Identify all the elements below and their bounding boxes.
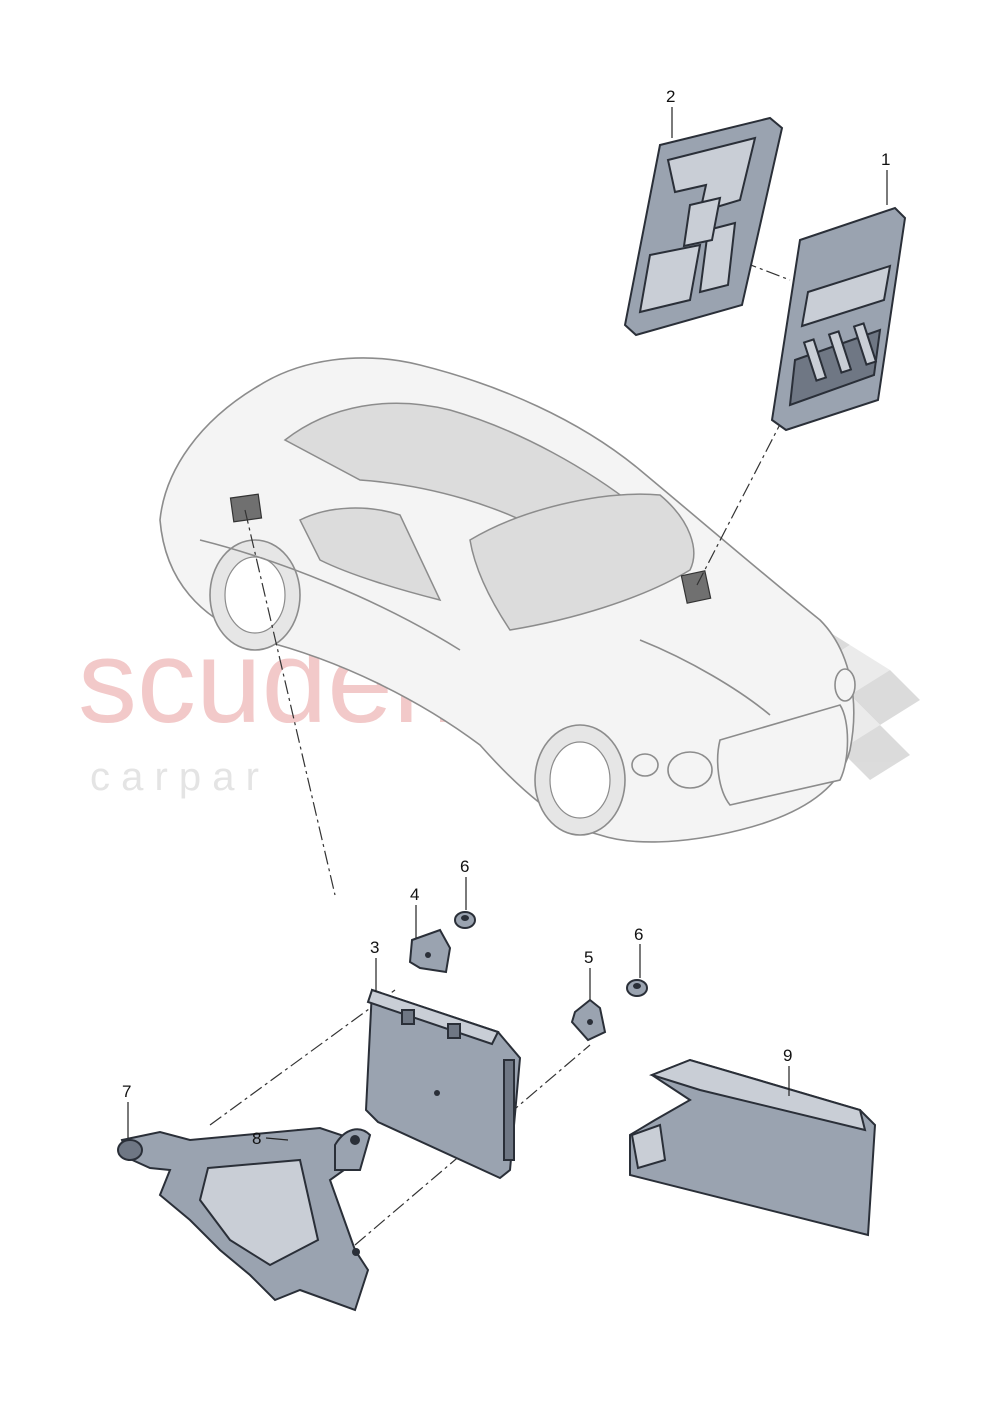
dash-line-rear: [244, 509, 336, 896]
part-3-control-unit: [364, 988, 522, 1180]
callout-4: 4: [410, 885, 419, 904]
part-9-cover-plate: [629, 1058, 877, 1237]
callout-2: 2: [666, 87, 675, 106]
car-illustration: [159, 357, 856, 843]
callout-9: 9: [783, 1046, 792, 1065]
part-2-bracket-frame: [623, 116, 784, 337]
callout-5: 5: [584, 948, 593, 967]
callout-1: 1: [881, 150, 890, 169]
callout-8: 8: [252, 1129, 261, 1148]
part-7-mounting-bracket: [117, 1126, 372, 1312]
mount-location-rear: [229, 493, 263, 523]
part-5-bracket: [570, 998, 607, 1042]
leader-lines: [127, 107, 888, 1141]
callout-3: 3: [370, 938, 379, 957]
part-4-bracket: [408, 928, 452, 974]
callout-6a: 6: [460, 857, 469, 876]
part-6-nut-a: [454, 911, 476, 929]
callout-7: 7: [122, 1082, 131, 1101]
dash-line-front: [696, 404, 791, 586]
mount-location-front: [680, 570, 712, 604]
part-6-nut-b: [626, 979, 648, 997]
dash-line-left: [209, 989, 396, 1126]
part-1-control-module: [770, 206, 907, 432]
callouts: 2 1 3 4 6 5 6 7 8 9: [122, 87, 890, 1148]
callout-6b: 6: [634, 925, 643, 944]
watermark-sub: c a r p a r: [90, 755, 259, 799]
